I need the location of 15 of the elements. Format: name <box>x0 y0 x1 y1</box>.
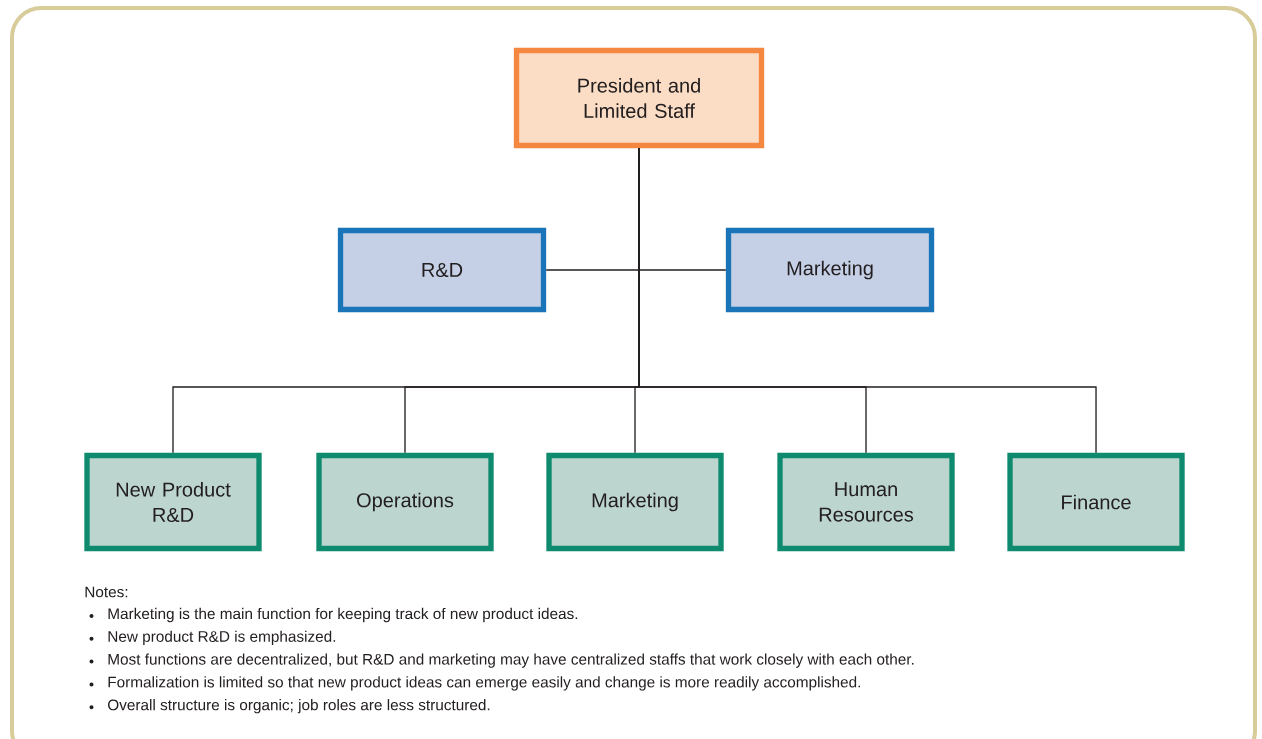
note-text: New product R&D is emphasized. <box>108 630 336 645</box>
department-box: Marketing <box>725 227 935 313</box>
function-box: Operations <box>316 452 494 552</box>
notes-heading: Notes: <box>85 586 128 598</box>
function-box: Finance <box>1007 452 1185 552</box>
note-text: Most functions are decentralized, but R&D and marketing may have centralized staffs that work closely with each other. <box>108 653 914 668</box>
president-box: President and Limited Staff <box>513 47 765 149</box>
note-text: Overall structure is organic; job roles are less structured. <box>108 699 490 714</box>
function-box: New Product R&D <box>84 452 262 552</box>
connector-line <box>638 147 1097 454</box>
function-box: Marketing <box>546 452 724 552</box>
note-text: Marketing is the main function for keeping track of new product ideas. <box>108 607 578 623</box>
department-box: R&D <box>337 227 547 313</box>
function-box: Human Resources <box>777 452 955 552</box>
note-text: Formalization is limited so that new product ideas can emerge easily and change is more readily accomplished. <box>108 676 860 691</box>
